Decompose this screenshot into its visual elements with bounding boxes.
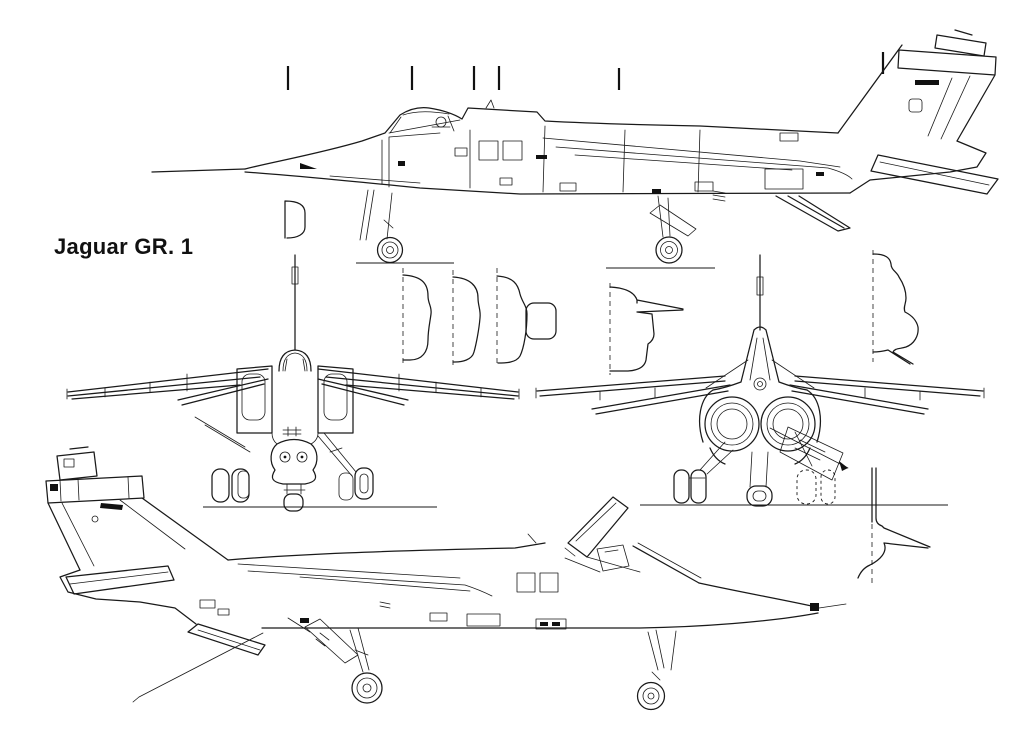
- access-panels: [200, 600, 566, 632]
- lower-fuselage-pod: [271, 440, 317, 485]
- page-title: Jaguar GR. 1: [54, 234, 194, 259]
- spine-antenna: [486, 100, 494, 108]
- fin: [713, 327, 807, 390]
- nose-gear: [747, 452, 772, 506]
- stores-left: [232, 469, 249, 502]
- fin-marking: [915, 80, 939, 85]
- section-c: [497, 276, 527, 363]
- spine-panel: [503, 141, 522, 160]
- tailplane-right: [790, 385, 928, 414]
- aft-fuselage: [700, 390, 821, 464]
- nose: [262, 583, 818, 628]
- spine-panel: [479, 141, 498, 160]
- section-engine: [873, 254, 918, 364]
- open-canopy: [568, 497, 628, 557]
- wing-left: [68, 369, 268, 399]
- fin-panel: [909, 99, 922, 112]
- nose-landing-gear: [360, 190, 403, 263]
- wing-left: [537, 376, 725, 396]
- wing-right: [318, 369, 518, 399]
- fuselage-bottom: [245, 172, 850, 194]
- side-view-lower: [46, 447, 846, 710]
- nose-marking: [300, 163, 317, 169]
- ejection-seat: [565, 545, 629, 572]
- gear-door-left: [195, 417, 250, 452]
- section-nose: [285, 201, 305, 238]
- cross-sections: [285, 201, 930, 583]
- fuselage-outline: [245, 108, 838, 169]
- fin: [46, 447, 228, 570]
- main-gear-right: [770, 427, 848, 504]
- ground-line: [356, 263, 715, 268]
- nose-tip: [810, 603, 819, 611]
- section-tail: [858, 468, 930, 578]
- tailplane: [66, 566, 174, 594]
- pilot-head: [436, 117, 446, 127]
- antenna-wire: [133, 633, 263, 702]
- wing-lines: [543, 138, 852, 179]
- wheel-left: [238, 471, 249, 498]
- spine: [228, 543, 545, 560]
- main-gear-left: [674, 442, 733, 503]
- nose-landing-gear: [638, 630, 677, 710]
- nose-gear: [284, 484, 305, 494]
- wing-right: [795, 376, 983, 396]
- spine-antenna: [528, 534, 536, 543]
- spine-panel: [517, 573, 535, 592]
- wing-lines: [238, 564, 492, 596]
- main-landing-gear: [650, 196, 696, 263]
- exhaust: [60, 570, 196, 624]
- main-landing-gear: [305, 619, 382, 703]
- rudder-line: [928, 76, 970, 139]
- canopy: [279, 350, 311, 371]
- exhaust: [850, 141, 986, 193]
- nose-probe: [152, 169, 245, 172]
- stores-left: [212, 469, 229, 502]
- section-aft: [610, 287, 683, 371]
- section-b: [453, 277, 480, 362]
- section-a: [403, 275, 431, 360]
- section-canopy-box: [526, 303, 556, 339]
- intake-right: [318, 366, 353, 433]
- fin: [838, 30, 996, 141]
- tailplane: [871, 155, 998, 194]
- rear-view: [536, 255, 984, 506]
- tailplane-left: [592, 385, 730, 414]
- nose-wheel: [284, 494, 303, 511]
- side-view-upper: [152, 30, 998, 268]
- frame-lines: [330, 126, 700, 192]
- tailplane-right: [318, 379, 408, 405]
- tailplane-left: [178, 379, 268, 405]
- ventral-fins: [776, 196, 850, 231]
- spine-panel: [540, 573, 558, 592]
- main-wheel-right: [355, 468, 373, 499]
- canopy-frame: [389, 112, 460, 133]
- intake-lip: [382, 133, 440, 187]
- front-view: [67, 255, 519, 511]
- station-ticks: [288, 52, 883, 90]
- gear-strut-right: [318, 433, 356, 476]
- windscreen: [633, 546, 699, 583]
